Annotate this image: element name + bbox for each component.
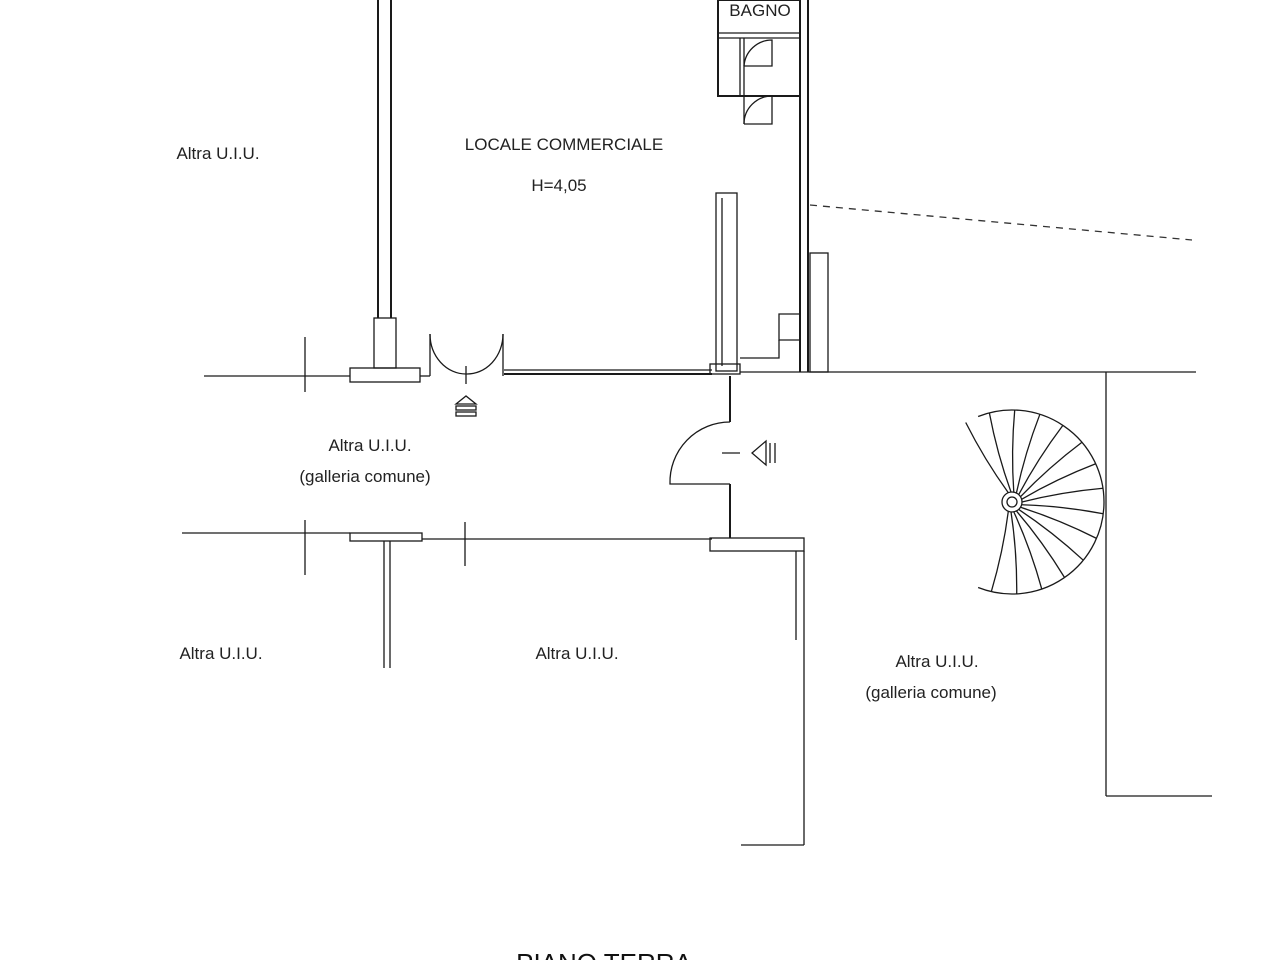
stair-tread	[1021, 463, 1096, 500]
right-walls	[715, 0, 829, 373]
entrance-double-door	[429, 333, 504, 384]
floor-title: PIANO TERRA	[516, 948, 692, 960]
stair-tread	[1011, 409, 1016, 493]
altra-label-top-left: Altra U.I.U.	[176, 144, 259, 163]
room-label-locale: LOCALE COMMERCIALE	[465, 135, 663, 154]
stair-tread	[1021, 487, 1104, 503]
stair-tread	[1013, 511, 1043, 590]
altra-label-gallery-2: Altra U.I.U.	[895, 652, 978, 671]
stair-tread	[1021, 504, 1104, 515]
spiral-staircase	[965, 409, 1105, 595]
stair-tread	[1015, 510, 1066, 578]
stair-outer-arc	[977, 409, 1105, 595]
stair-tread	[990, 511, 1009, 592]
lower-facade	[182, 520, 805, 846]
stair-tread	[1015, 414, 1041, 494]
stair-tread	[1018, 508, 1084, 561]
stair-tread	[1010, 511, 1018, 594]
stair-tread	[1020, 506, 1097, 539]
entrance-arrow-icon	[454, 395, 478, 417]
left-party-wall	[349, 0, 421, 383]
stair-newel-core	[1006, 496, 1018, 508]
altra-label-bottom-middle: Altra U.I.U.	[535, 644, 618, 663]
stair-tread	[965, 422, 1009, 494]
gallery-2-sublabel: (galleria comune)	[865, 683, 996, 702]
hidden-line	[809, 204, 1193, 241]
altra-label-gallery-1: Altra U.I.U.	[328, 436, 411, 455]
access-arrow-icon	[722, 439, 776, 467]
gallery-door	[669, 376, 731, 538]
room-label-bagno: BAGNO	[729, 1, 790, 20]
upper-facade	[204, 337, 1212, 797]
stair-tread	[988, 412, 1012, 493]
gallery-1-sublabel: (galleria comune)	[299, 467, 430, 486]
stair-tread	[1018, 424, 1064, 495]
stair-tread	[1020, 441, 1083, 498]
altra-label-bottom-left: Altra U.I.U.	[179, 644, 262, 663]
room-height-label: H=4,05	[531, 176, 586, 195]
